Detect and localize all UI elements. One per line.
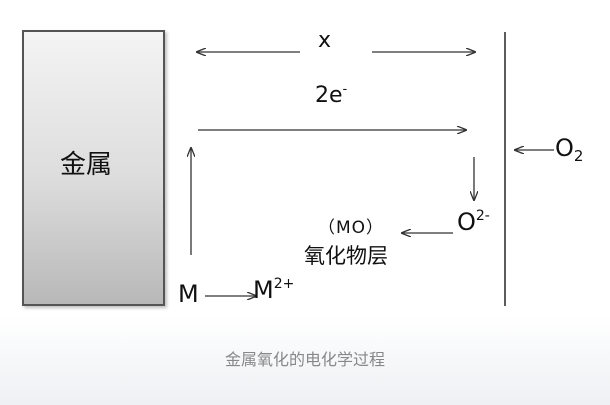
oxide-formula-label: （MO） [318,218,385,238]
gap-label: x [318,28,332,53]
figure-caption: 金属氧化的电化学过程 [224,350,385,369]
oxide-layer-label: 氧化物层 [304,244,388,268]
oxide-ion-label: O2- [457,208,490,236]
metal-label: 金属 [60,150,113,180]
metal-block [22,30,165,306]
metal-atom-label: M [178,280,199,308]
electron-label: 2e- [315,82,348,108]
metal-ion-label: M2+ [253,276,295,304]
oxygen-label: O2 [555,134,584,165]
